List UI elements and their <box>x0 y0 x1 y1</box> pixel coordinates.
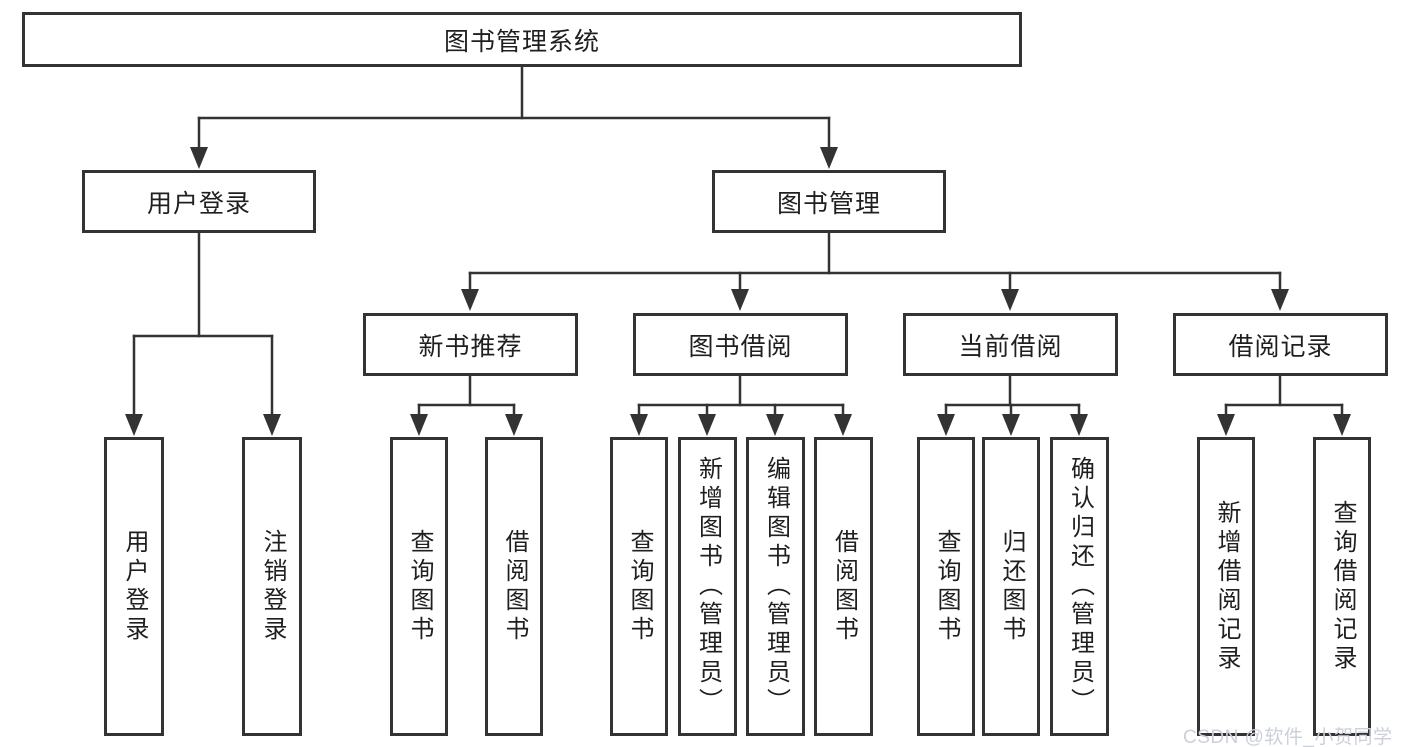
node-new-book-recommend: 新书推荐 <box>363 313 578 376</box>
leaf-borrow-books: 借阅图书 <box>814 437 873 736</box>
node-borrow-records: 借阅记录 <box>1173 313 1388 376</box>
leaf-query-books-current-label: 查询图书 <box>933 528 960 645</box>
node-user-login: 用户登录 <box>82 170 316 233</box>
leaf-user-login-label: 用户登录 <box>121 528 148 645</box>
leaf-add-book-admin: 新增图书（管理员） <box>678 437 737 736</box>
node-book-borrow-label: 图书借阅 <box>688 332 793 361</box>
node-book-management-label: 图书管理 <box>776 189 881 218</box>
leaf-add-borrow-record: 新增借阅记录 <box>1197 437 1255 736</box>
leaf-query-books-borrow-label: 查询图书 <box>626 528 653 645</box>
node-book-management: 图书管理 <box>712 170 946 233</box>
csdn-watermark: CSDN @软件_小贺同学 <box>1183 727 1393 747</box>
leaf-query-borrow-record: 查询借阅记录 <box>1313 437 1371 736</box>
leaf-return-book-label: 归还图书 <box>998 528 1025 645</box>
leaf-logout: 注销登录 <box>242 437 302 736</box>
node-book-borrow: 图书借阅 <box>633 313 848 376</box>
leaf-return-book: 归还图书 <box>982 437 1040 736</box>
leaf-borrow-books-recommend: 借阅图书 <box>485 437 543 736</box>
leaf-add-borrow-record-label: 新增借阅记录 <box>1213 499 1240 674</box>
node-user-login-label: 用户登录 <box>146 189 251 218</box>
node-borrow-records-label: 借阅记录 <box>1228 332 1333 361</box>
node-root-label: 图书管理系统 <box>443 27 600 56</box>
leaf-edit-book-admin: 编辑图书（管理员） <box>746 437 805 736</box>
leaf-user-login: 用户登录 <box>104 437 164 736</box>
leaf-query-books-borrow: 查询图书 <box>610 437 668 736</box>
leaf-query-books-recommend: 查询图书 <box>390 437 448 736</box>
leaf-borrow-books-recommend-label: 借阅图书 <box>501 528 528 645</box>
leaf-confirm-return-admin-label: 确认归还（管理员） <box>1066 456 1094 717</box>
leaf-query-books-recommend-label: 查询图书 <box>406 528 433 645</box>
leaf-logout-label: 注销登录 <box>259 528 286 645</box>
node-root: 图书管理系统 <box>22 12 1022 67</box>
leaf-confirm-return-admin: 确认归还（管理员） <box>1050 437 1109 736</box>
node-current-borrow: 当前借阅 <box>903 313 1118 376</box>
leaf-query-borrow-record-label: 查询借阅记录 <box>1329 499 1356 674</box>
leaf-borrow-books-label: 借阅图书 <box>830 528 858 645</box>
node-current-borrow-label: 当前借阅 <box>958 332 1063 361</box>
leaf-query-books-current: 查询图书 <box>917 437 975 736</box>
leaf-edit-book-admin-label: 编辑图书（管理员） <box>762 456 790 717</box>
leaf-add-book-admin-label: 新增图书（管理员） <box>694 456 722 717</box>
node-new-book-recommend-label: 新书推荐 <box>418 332 523 361</box>
